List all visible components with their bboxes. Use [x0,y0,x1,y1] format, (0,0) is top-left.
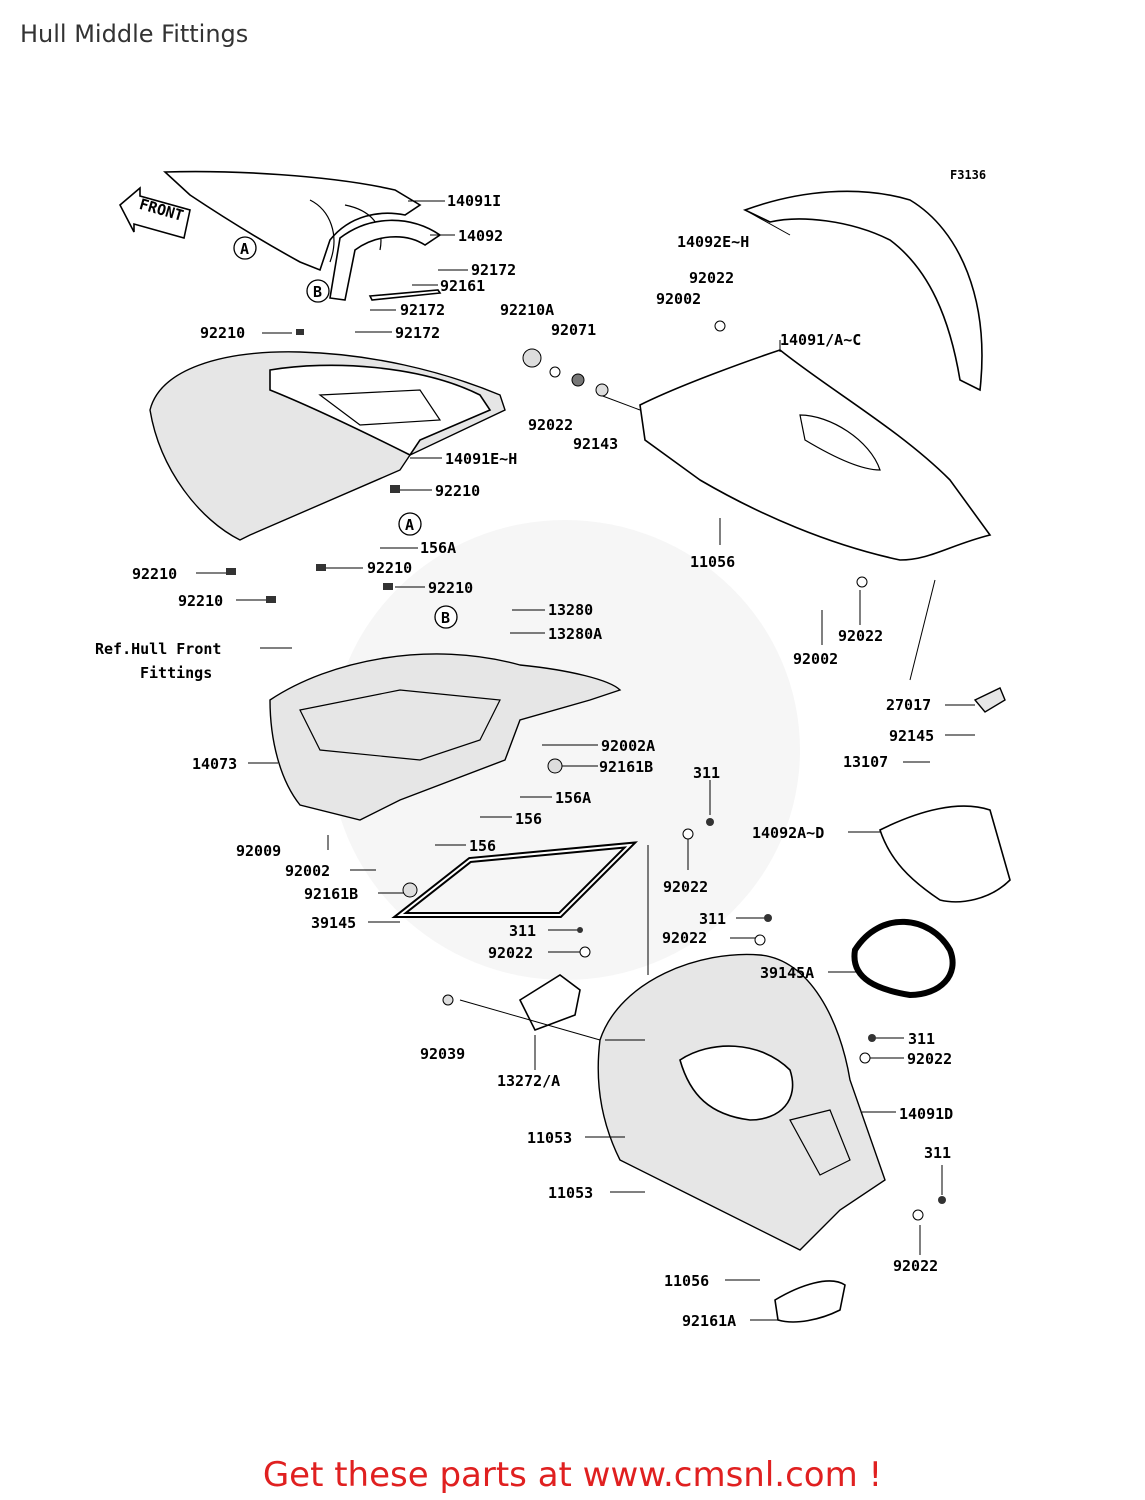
page-title: Hull Middle Fittings [20,20,249,48]
label-92002-a: 92002 [656,290,701,308]
label-92145: 92145 [889,727,934,745]
lid-14092a-d [879,805,1011,903]
label-92002a: 92002A [601,737,655,755]
label-311-c: 311 [509,922,536,940]
label-27017: 27017 [886,696,931,714]
label-92071: 92071 [551,321,596,339]
label-92210-d: 92210 [178,592,223,610]
label-92210-f: 92210 [428,579,473,597]
label-11056-b: 11056 [664,1272,709,1290]
pad-92161a [774,1280,846,1323]
front-arrow-icon: FRONT [118,186,191,239]
hull-front-14091d [597,953,886,1251]
label-156a-a: 156A [420,539,456,557]
label-311-e: 311 [924,1144,951,1162]
cover-14091i [163,170,422,272]
label-92022-e: 92022 [662,929,707,947]
figure-code: F3136 [950,168,987,182]
label-92161b-b: 92161B [304,885,358,903]
cover-14091-a-c [639,349,992,561]
label-92161: 92161 [440,277,485,295]
label-311-a: 311 [693,764,720,782]
label-92022-f: 92022 [488,944,533,962]
label-14092a-d: 14092A~D [752,824,824,842]
label-14091i: 14091I [447,192,501,210]
label-92022-c: 92022 [838,627,883,645]
label-13280: 13280 [548,601,593,619]
label-ref-fittings: Fittings [140,664,212,682]
callout-a-top: A [233,236,257,260]
footer-link[interactable]: Get these parts at www.cmsnl.com ! [262,1455,883,1495]
label-14092e-h: 14092E~H [677,233,749,251]
label-92039: 92039 [420,1045,465,1063]
label-11053-b: 11053 [548,1184,593,1202]
label-13272a: 13272/A [497,1072,560,1090]
label-156-a: 156 [515,810,542,828]
label-92210-e: 92210 [367,559,412,577]
label-92002-c: 92002 [285,862,330,880]
label-14091d: 14091D [899,1105,953,1123]
label-14091-a-c: 14091/A~C [780,331,861,349]
fasteners [226,320,946,1221]
label-156-b: 156 [469,837,496,855]
label-13280a: 13280A [548,625,602,643]
label-92009: 92009 [236,842,281,860]
label-11056-a: 11056 [690,553,735,571]
label-92022-h: 92022 [893,1257,938,1275]
label-92210-a: 92210 [200,324,245,342]
hull-top-14091e-h [149,351,506,541]
label-92143: 92143 [573,435,618,453]
parts-diagram: FRONT [95,170,1011,1330]
label-311-b: 311 [699,910,726,928]
label-92022-g: 92022 [907,1050,952,1068]
callout-b-mid: B [434,605,458,629]
label-311-d: 311 [908,1030,935,1048]
label-156a-b: 156A [555,789,591,807]
svg-text:A: A [405,516,414,534]
label-39145a: 39145A [760,964,814,982]
cover-14092 [329,219,442,301]
label-14073: 14073 [192,755,237,773]
label-92172-c: 92172 [395,324,440,342]
label-92002-b: 92002 [793,650,838,668]
label-92022-a: 92022 [528,416,573,434]
callout-b-top: B [306,279,330,303]
svg-text:B: B [441,609,450,627]
label-ref-hull-front: Ref.Hull Front [95,640,221,658]
label-92022-b: 92022 [689,269,734,287]
callout-a-mid: A [398,512,422,536]
bracket-27017 [973,687,1006,713]
leader-lines [196,200,975,1321]
label-92161a: 92161A [682,1312,736,1330]
label-92210-b: 92210 [435,482,480,500]
label-92161b-a: 92161B [599,758,653,776]
label-92172-a: 92172 [471,261,516,279]
strip-92161 [368,289,442,301]
tray-14073 [269,653,622,821]
label-92022-d: 92022 [663,878,708,896]
svg-text:A: A [240,240,249,258]
vent-13272a [518,974,581,1032]
label-14092: 14092 [458,227,503,245]
cover-14092e-h [742,190,983,392]
label-92210-c: 92210 [132,565,177,583]
label-92210a: 92210A [500,301,554,319]
label-92172-b: 92172 [400,301,445,319]
gasket-39145 [391,841,639,918]
label-39145: 39145 [311,914,356,932]
label-11053-a: 11053 [527,1129,572,1147]
gasket-39145a [851,918,956,999]
label-14091e-h: 14091E~H [445,450,517,468]
label-13107: 13107 [843,753,888,771]
svg-text:B: B [313,283,322,301]
